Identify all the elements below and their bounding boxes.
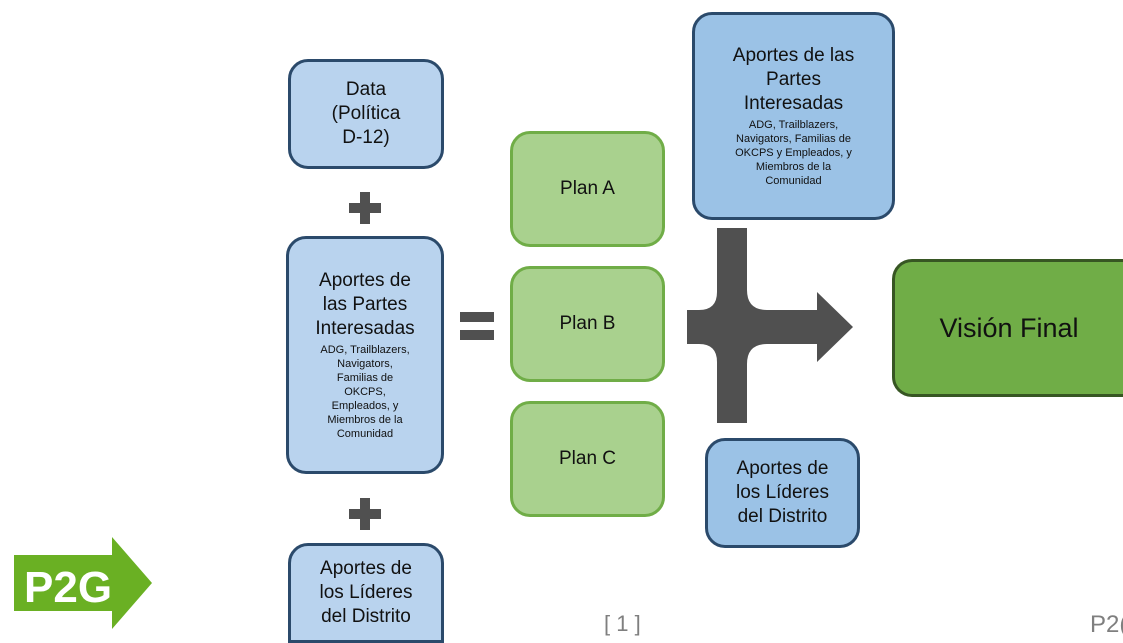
plan-a-title: Plan A <box>560 178 615 199</box>
plus-icon <box>349 498 381 530</box>
data-box-title: Data (Política D-12) <box>331 79 401 148</box>
plus-icon <box>349 192 381 224</box>
stakeholders-top-box: Aportes de las Partes Interesadas ADG, T… <box>692 12 895 220</box>
leaders-left-box: Aportes de los Líderes del Distrito <box>288 543 444 643</box>
stakeholders-top-title: Aportes de las Partes Interesadas <box>732 45 855 114</box>
leaders-left-title: Aportes de los Líderes del Distrito <box>319 558 413 627</box>
merge-arrow-icon <box>687 228 853 423</box>
footer-right-label: P2( <box>1090 611 1123 638</box>
leaders-right-box: Aportes de los Líderes del Distrito <box>705 438 860 548</box>
p2g-logo: P2G <box>14 537 152 629</box>
equals-icon <box>460 312 494 340</box>
plan-b-title: Plan B <box>559 313 616 334</box>
stakeholders-top-sub: ADG, Trailblazers, Navigators, Familias … <box>735 119 852 187</box>
plan-c-box: Plan C <box>510 401 665 517</box>
plan-b-box: Plan B <box>510 266 665 382</box>
data-box: Data (Política D-12) <box>288 59 444 169</box>
svg-text:P2G: P2G <box>24 563 112 612</box>
leaders-right-title: Aportes de los Líderes del Distrito <box>736 458 829 527</box>
stakeholders-left-sub: ADG, Trailblazers, Navigators, Familias … <box>320 344 410 440</box>
plan-a-box: Plan A <box>510 131 665 247</box>
final-vision-title: Visión Final <box>939 313 1079 343</box>
stakeholders-left-box: Aportes de las Partes Interesadas ADG, T… <box>286 236 444 474</box>
page-number: [ 1 ] <box>604 611 641 636</box>
stakeholders-left-title: Aportes de las Partes Interesadas <box>315 270 415 339</box>
final-vision-box: Visión Final <box>892 259 1123 397</box>
plan-c-title: Plan C <box>558 448 617 469</box>
